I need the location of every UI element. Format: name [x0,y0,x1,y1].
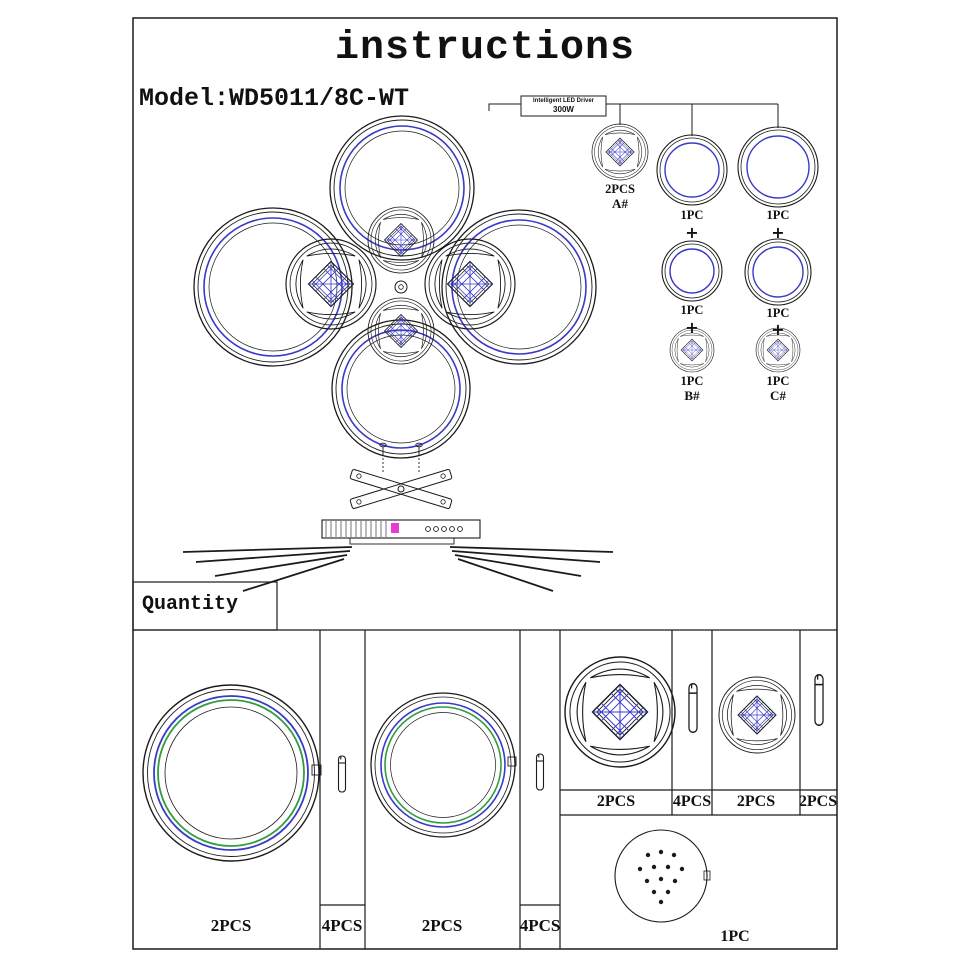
table-small-pin-qty: 2PCS [798,793,838,810]
decor-disk-right [424,238,516,330]
qty-c2: 1PC [766,306,790,320]
qty-a: 2PCS [605,182,635,196]
mid-ring-item [370,692,517,838]
decor-disk-bottom-small [367,297,435,365]
page-border [132,17,838,950]
driver-power: 300W [553,105,574,114]
wiring-lines [488,103,779,136]
table-base-qty: 1PC [720,928,750,945]
wiring-diagram [488,95,819,373]
small-pin-item-2 [535,753,545,791]
small-decor-disk-item [718,676,796,754]
qty-b3: 1PC [680,374,704,388]
plus-c1: + [771,223,785,242]
decor-disk-a [591,123,649,181]
top-ring-drawing [329,115,475,261]
page-title: instructions [334,26,636,71]
decor-disk-left [285,238,377,330]
code-b: B# [684,388,700,403]
ceiling-base-drawing [614,829,711,923]
table-large-disk-qty: 2PCS [596,793,636,810]
plus-b1: + [685,223,699,242]
qty-b1: 1PC [680,208,704,222]
plus-b2: + [685,318,699,337]
base-holes [637,849,685,905]
table-grid [133,629,837,949]
table-small-disk-qty: 2PCS [736,793,776,810]
fixture-side-view [182,519,614,592]
center-hub [394,280,408,294]
quantity-label: Quantity [142,593,239,616]
hatch-lines [325,521,387,537]
small-pin-item-3 [814,674,824,726]
led-driver-box [520,95,607,117]
plus-c2: + [771,320,785,339]
ring-b2-drawing [661,240,723,302]
led-driver-label: Intelligent LED Driver 300W [521,97,606,115]
big-ring-item [142,684,322,862]
ring-c2-drawing [744,238,812,306]
ring-b1-drawing [656,134,728,206]
code-a: A# [612,196,628,211]
ring-c1-drawing [737,126,819,208]
table-mid-pin-qty: 4PCS [519,916,561,935]
code-c: C# [770,388,786,403]
fixture-arms [182,546,614,592]
chandelier-top-view [193,115,597,459]
table-mid-ring-qty: 2PCS [421,916,463,935]
qty-b2: 1PC [680,303,704,317]
table-big-pin-qty: 4PCS [321,916,363,935]
qty-c3: 1PC [766,374,790,388]
driver-name: Intelligent LED Driver [532,98,594,104]
table-disk-pin-qty: 4PCS [672,793,712,810]
led-module [391,523,399,533]
wire-holes [425,526,463,532]
disk-pin-item [688,682,698,734]
table-big-ring-qty: 2PCS [210,916,252,935]
mounting-bracket-drawing [349,442,453,509]
model-label: Model:WD5011/8C-WT [139,84,410,113]
small-pin-item-1 [337,755,347,793]
qty-c1: 1PC [766,208,790,222]
large-decor-disk-item [564,656,676,768]
left-ring-drawing [193,207,353,367]
